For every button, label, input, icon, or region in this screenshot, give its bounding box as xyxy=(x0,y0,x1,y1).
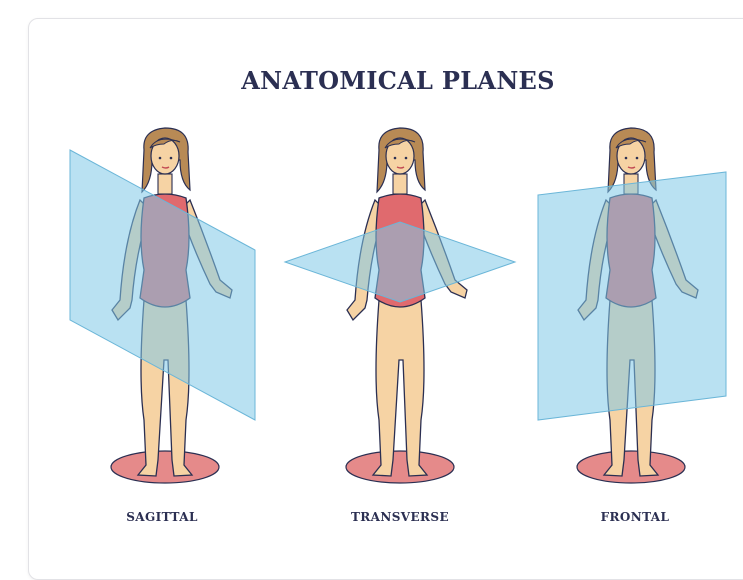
frontal-figure xyxy=(506,120,743,500)
transverse-figure xyxy=(275,120,525,500)
label-sagittal: SAGITTAL xyxy=(62,510,262,524)
transverse-plane xyxy=(285,222,515,302)
frontal-plane xyxy=(538,172,726,420)
human-figure-transverse xyxy=(346,128,467,483)
diagram-title: ANATOMICAL PLANES xyxy=(28,66,743,95)
label-frontal: FRONTAL xyxy=(535,510,735,524)
sagittal-figure xyxy=(40,120,290,500)
label-transverse: TRANSVERSE xyxy=(300,510,500,524)
